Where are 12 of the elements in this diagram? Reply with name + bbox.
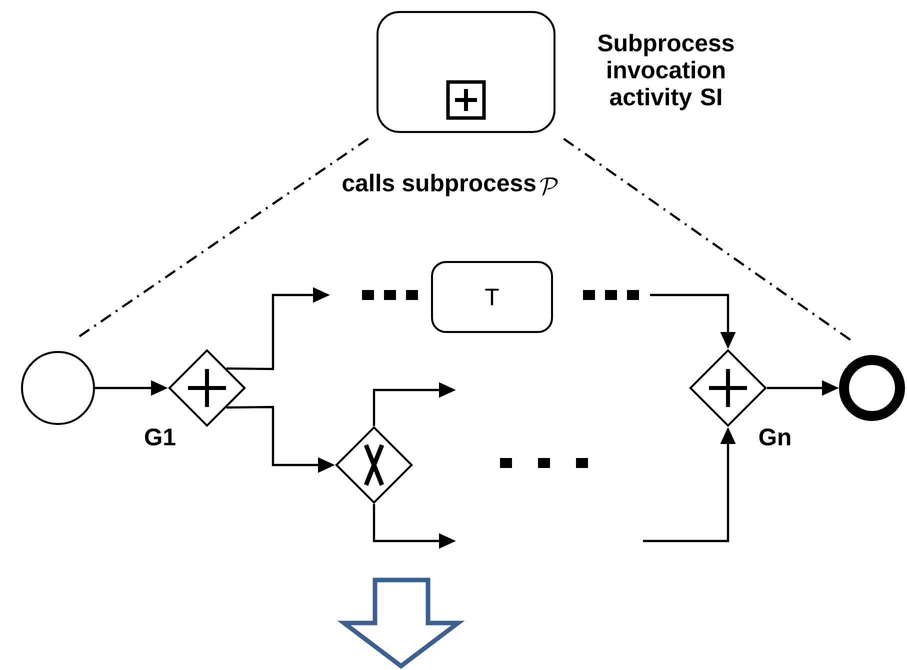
parallel-gateway (168, 349, 246, 427)
subprocess-box (376, 11, 556, 133)
annotation-text: calls subprocess (342, 174, 536, 196)
end-event-circle (839, 355, 905, 421)
start-event-circle (21, 351, 95, 425)
parallel-gateway (689, 349, 767, 427)
activity-label: Subprocess invocation activity SI (598, 34, 734, 110)
exclusive-gateway (335, 426, 413, 504)
gateway-label: G1 (144, 428, 176, 446)
task-box: T (431, 261, 553, 333)
gateway-label: Gn (759, 428, 790, 446)
annotation-symbol: $\mathcal{P}$ (540, 178, 558, 196)
